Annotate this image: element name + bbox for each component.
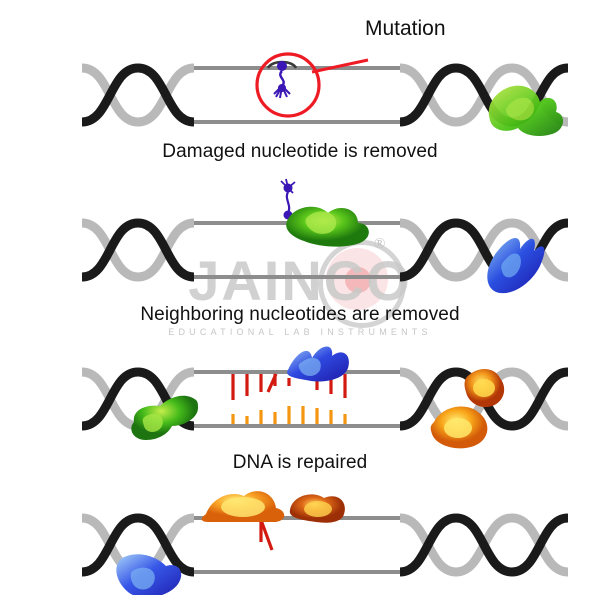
green-enzyme [488, 85, 564, 136]
dna-open-region [194, 60, 400, 124]
panel-dna-repaired [0, 480, 600, 595]
green-enzyme [286, 206, 369, 247]
orange-enzyme-large [201, 491, 285, 522]
caption-neighboring-nucleotides-removed: Neighboring nucleotides are removed [140, 304, 460, 325]
watermark-tagline: EDUCATIONAL LAB INSTRUMENTS [168, 327, 432, 337]
blue-enzyme [487, 237, 545, 294]
dna-helix-left [81, 218, 195, 282]
orange-enzyme-lower [430, 406, 488, 449]
caption-damaged-nucleotide-removed: Damaged nucleotide is removed [162, 141, 438, 162]
mutation-label: Mutation [365, 17, 446, 40]
blue-enzyme [116, 554, 182, 595]
dna-open-region-gapped [194, 370, 400, 428]
panel-mutation-detected [0, 50, 600, 145]
caption-dna-is-repaired: DNA is repaired [232, 452, 368, 473]
dna-helix-right [399, 513, 569, 577]
green-enzyme [131, 395, 198, 440]
dna-open-region [194, 516, 400, 574]
orange-enzyme-upper [464, 369, 505, 408]
panel-damaged-nucleotide-removed [0, 175, 600, 300]
blue-enzyme [287, 346, 349, 382]
orange-enzyme-small [289, 494, 345, 523]
dna-open-region [194, 221, 400, 279]
dna-helix-left [81, 63, 195, 127]
panel-neighboring-nucleotides-removed [0, 340, 600, 450]
